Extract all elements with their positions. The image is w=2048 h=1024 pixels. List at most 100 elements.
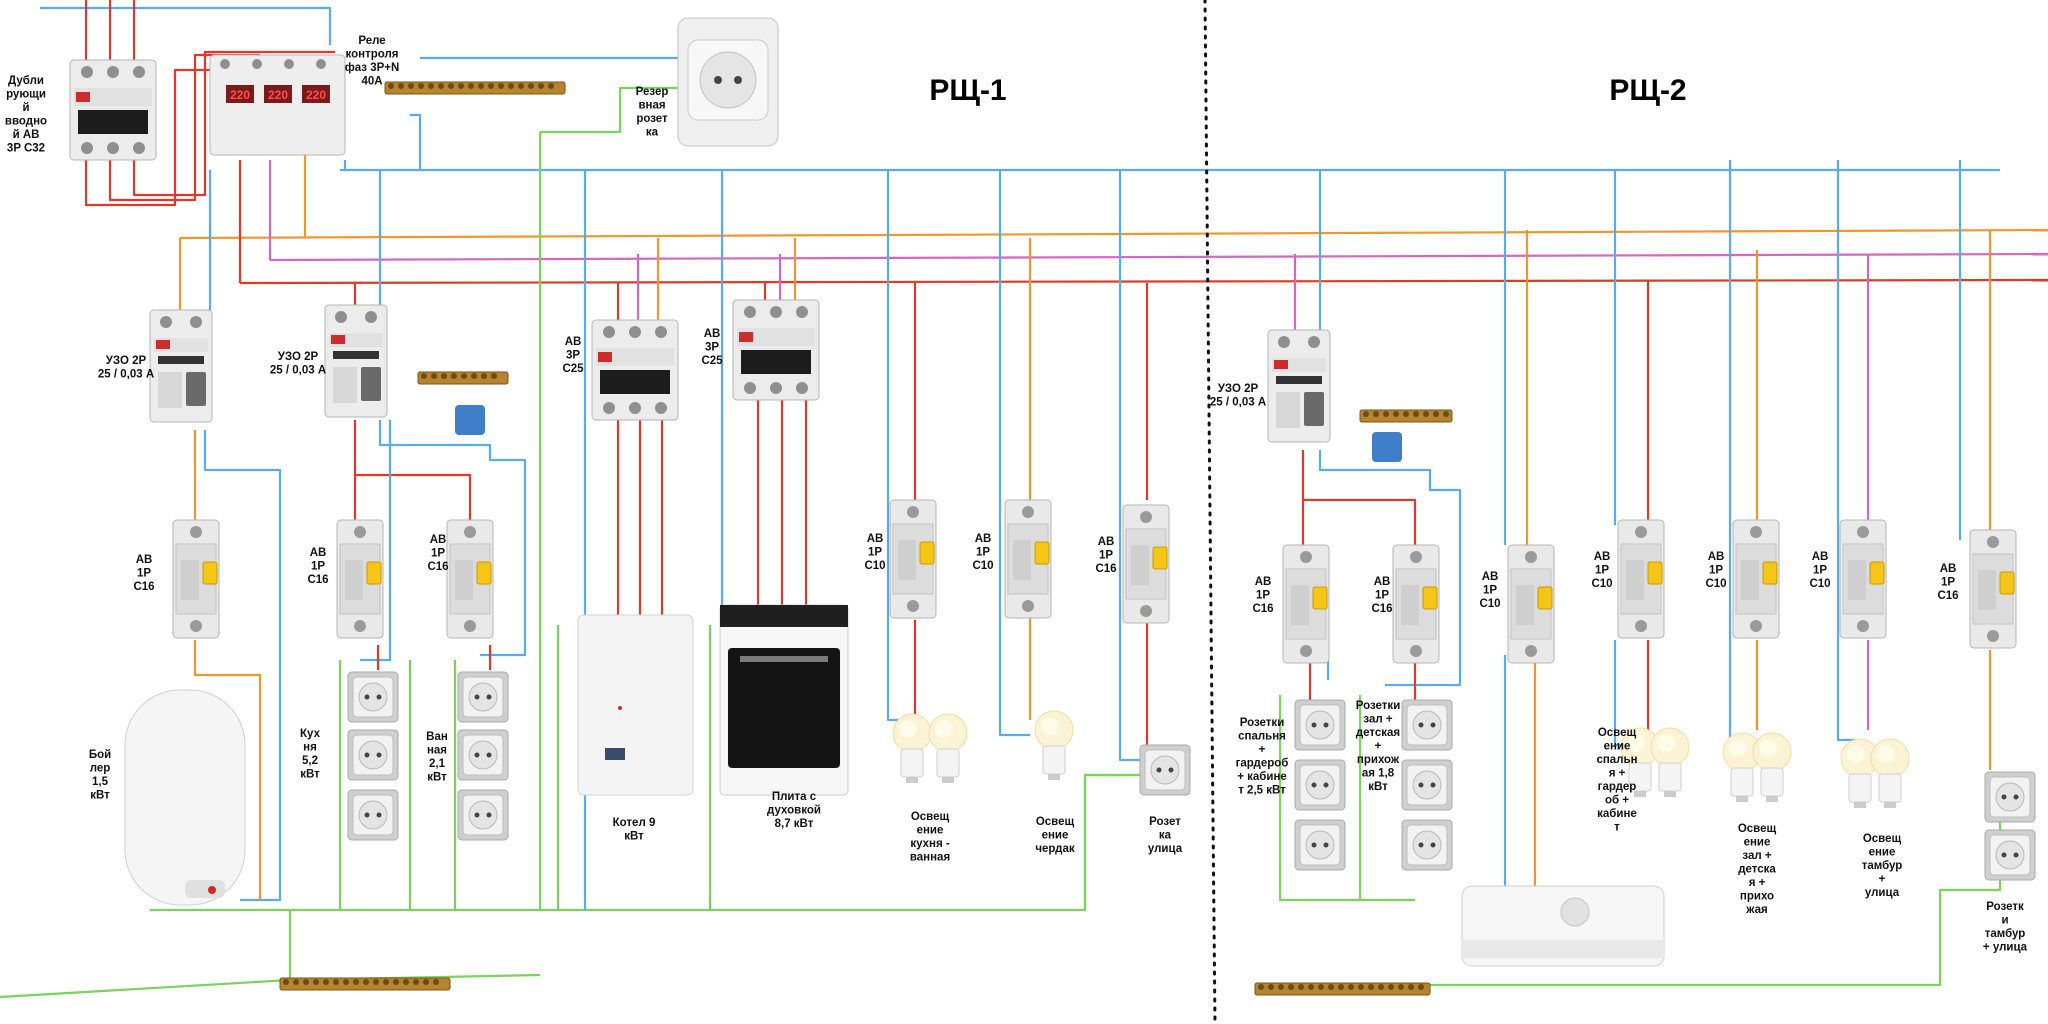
earth-busbar-right: [1254, 982, 1431, 996]
rcd-toggle: [186, 372, 206, 406]
terminal-top: [107, 66, 119, 78]
label-line: я +: [1609, 768, 1626, 780]
label-line: 1P: [1595, 565, 1609, 577]
breaker-3p-heater: [591, 319, 679, 421]
breaker-marking: [1131, 545, 1149, 585]
label-line: я +: [1749, 877, 1766, 889]
label-line: АВ: [430, 534, 447, 546]
earth-wire: [1083, 773, 1142, 910]
terminal-top: [907, 506, 919, 518]
terminal-bottom: [81, 142, 93, 154]
relay-display: [264, 85, 292, 103]
label-line: 3P: [566, 350, 580, 362]
breaker-label-strip: [596, 348, 674, 366]
label-line: ение: [917, 825, 944, 837]
toggle: [919, 541, 935, 565]
bulb-glow: [1877, 745, 1895, 763]
phase-wire: [353, 420, 472, 525]
label-line: C16: [427, 561, 448, 573]
socket-bedroom: [1294, 819, 1346, 871]
label-line: ня: [303, 742, 317, 754]
label-line: C10: [864, 560, 885, 572]
terminal-top: [365, 311, 377, 323]
label-line: Освещ: [911, 811, 950, 823]
l2-wire: [193, 640, 262, 900]
bulb-kitchen: [928, 713, 968, 783]
busbar-screw: [1358, 984, 1364, 990]
stove-handle: [740, 656, 828, 662]
label-line: кабине: [1597, 808, 1637, 820]
label-line: C16: [1252, 603, 1273, 615]
socket-cup: [358, 800, 388, 830]
label-line: лер: [90, 763, 111, 775]
label-line: АВ: [1098, 536, 1115, 548]
toggle: [1537, 586, 1553, 610]
socket-pin: [1418, 842, 1424, 848]
bulb-base: [1042, 745, 1066, 775]
terminal-top: [1308, 336, 1320, 348]
terminal-top: [1635, 526, 1647, 538]
label-line: C25: [562, 363, 584, 375]
socket-hall: [1401, 699, 1453, 751]
label-line: тамбур: [1862, 860, 1903, 872]
socket-cup: [1305, 710, 1335, 740]
busbar-screw: [1443, 411, 1449, 417]
busbar-screw: [343, 979, 349, 985]
busbar-screw: [468, 83, 474, 89]
label-line: АВ: [1594, 551, 1611, 563]
label-line: Бой: [89, 749, 111, 761]
label-line: об +: [1605, 795, 1629, 807]
label-line: ение: [1042, 830, 1069, 842]
label-line: спальня: [1238, 731, 1286, 743]
busbar-screw: [383, 979, 389, 985]
socket-pin: [376, 752, 382, 758]
busbar-screw: [491, 373, 497, 379]
rcd-bedroom-hall: [1267, 329, 1331, 443]
terminal-top: [1410, 551, 1422, 563]
label-line: C16: [307, 574, 328, 586]
bulb-glow: [1729, 739, 1747, 757]
socket-kitchen: [347, 789, 399, 841]
socket-hall: [1401, 819, 1453, 871]
label-line: C10: [1705, 578, 1726, 590]
label-line: контроля: [346, 49, 399, 61]
label-line: C16: [1937, 590, 1958, 602]
busbar-screw: [508, 83, 514, 89]
bulb-base: [1878, 773, 1902, 803]
neutral-busbar-rcd2: [417, 371, 509, 385]
l3-bus: [269, 252, 2048, 262]
label-line: ение: [1604, 741, 1631, 753]
socket-cup: [468, 682, 498, 712]
label-line: кВт: [427, 772, 447, 784]
bulb-glow: [1627, 734, 1645, 752]
label-line: УЗО 2P: [278, 351, 319, 363]
label-line: АВ: [975, 533, 992, 545]
terminal-bottom: [1300, 645, 1312, 657]
busbar-screw: [1403, 411, 1409, 417]
stove-hob: [720, 605, 848, 627]
breaker-marking: [1291, 585, 1309, 625]
bulb-cap: [1048, 774, 1060, 780]
terminal-top: [1525, 551, 1537, 563]
relay-body: [209, 54, 346, 156]
bulb-cap: [1736, 796, 1748, 802]
terminal-top: [354, 526, 366, 538]
rcd-toggle: [1304, 392, 1324, 426]
socket-cup: [358, 740, 388, 770]
terminal-top: [744, 306, 756, 318]
busbar-screw: [1388, 984, 1394, 990]
terminal-top: [1300, 551, 1312, 563]
heater-indicator: [208, 886, 216, 894]
